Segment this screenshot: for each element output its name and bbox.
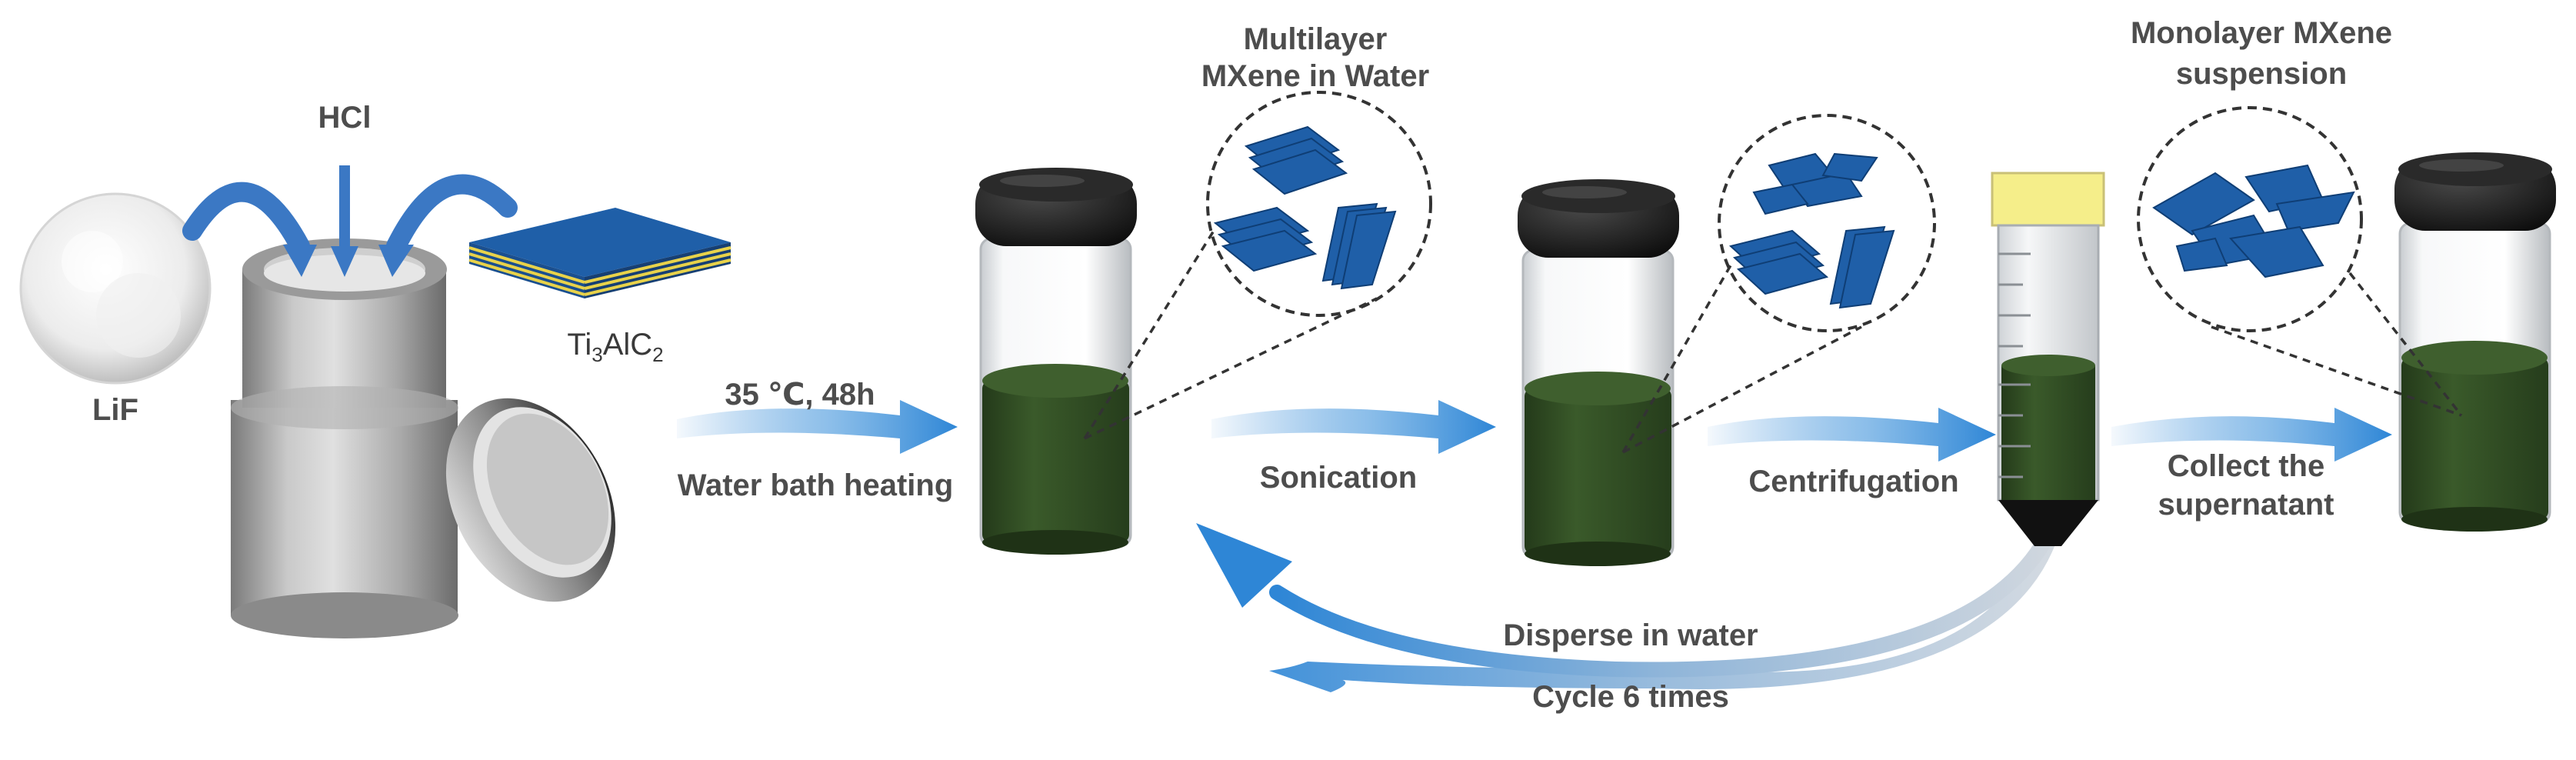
- arrow-collect: [2111, 408, 2392, 462]
- disperse-label: Disperse in water: [1503, 618, 1758, 652]
- ti3alc2-label-ti: Ti: [567, 328, 592, 362]
- arrow-centrifugation: [1708, 408, 1996, 462]
- vial-sonicated: [1518, 179, 1679, 566]
- multilayer-title-line1: Multilayer: [1243, 22, 1388, 56]
- arrow-cycle-return: [1196, 523, 2058, 692]
- reactor-lid-icon: [445, 398, 616, 602]
- reactor-vessel-icon: [231, 238, 458, 638]
- ti3alc2-label: Ti3AlC2: [538, 327, 692, 372]
- ti3alc2-layers-icon: [468, 208, 731, 298]
- monolayer-title-line1: Monolayer MXene: [2130, 16, 2393, 50]
- centrifuge-tube: [1991, 172, 2105, 546]
- ti3alc2-label-sub2: 2: [652, 343, 664, 366]
- reagent-arrows: [182, 165, 518, 277]
- collect-line2: supernatant: [2158, 488, 2334, 522]
- water-bath-label: Water bath heating: [677, 468, 954, 502]
- zoom-monolayer: [2137, 106, 2463, 417]
- multilayer-title-line2: MXene in Water: [1201, 59, 1430, 93]
- hcl-label: HCl: [318, 101, 372, 135]
- heat-condition-label: 35 ℃, 48h: [725, 378, 875, 412]
- sonication-label: Sonication: [1259, 461, 1418, 495]
- cycle-label: Cycle 6 times: [1532, 680, 1729, 714]
- collect-line1: Collect the: [2167, 449, 2325, 483]
- centrifugation-label: Centrifugation: [1748, 465, 1959, 498]
- vial-heated: [975, 168, 1137, 555]
- lif-label: LiF: [92, 393, 138, 427]
- lif-powder-icon: [19, 192, 212, 385]
- monolayer-title-line2: suspension: [2175, 57, 2348, 91]
- zoom-sonicated: [1621, 114, 1936, 454]
- arrow-water-bath: [677, 400, 958, 454]
- ti3alc2-label-alc: AlC: [602, 328, 653, 362]
- vial-supernatant: [2394, 152, 2556, 532]
- ti3alc2-label-sub1: 3: [592, 343, 603, 366]
- arrow-sonication: [1211, 400, 1496, 454]
- zoom-multilayer: [1083, 91, 1432, 440]
